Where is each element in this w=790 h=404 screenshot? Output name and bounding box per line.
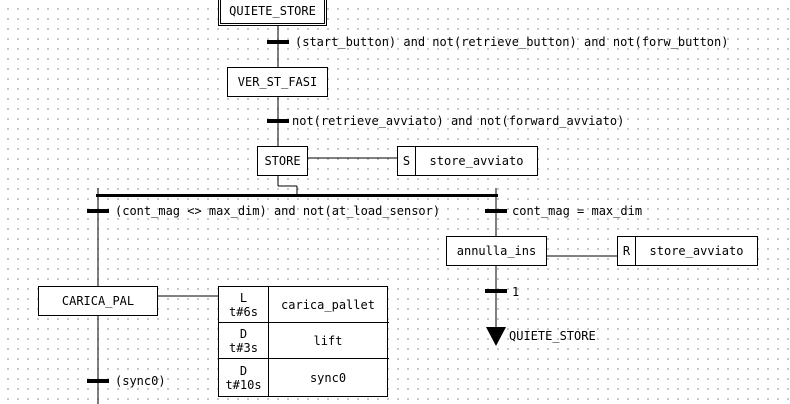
- action-name: lift: [313, 333, 343, 348]
- action-qualifier-s: S: [398, 147, 416, 175]
- transition-bar-6: [87, 379, 109, 383]
- transition-condition-2: not(retrieve_avviato) and not(forward_av…: [292, 114, 625, 128]
- action-name-store-avviato: store_avviato: [429, 154, 524, 168]
- action-qualifier: D: [239, 326, 248, 341]
- action-name-store-avviato: store_avviato: [649, 244, 744, 258]
- step-carica-pal-label: CARICA_PAL: [61, 294, 135, 308]
- action-block-annulla[interactable]: R store_avviato: [617, 236, 758, 266]
- step-ver-st-fasi-label: VER_ST_FASI: [237, 75, 318, 89]
- step-ver-st-fasi[interactable]: VER_ST_FASI: [227, 67, 328, 97]
- action-name: sync0: [309, 370, 347, 385]
- step-initial-label: QUIETE_STORE: [229, 4, 316, 18]
- step-initial[interactable]: QUIETE_STORE: [218, 0, 327, 26]
- step-annulla-ins-label: annulla_ins: [456, 244, 537, 258]
- step-store-label: STORE: [264, 154, 301, 168]
- step-carica-pal[interactable]: CARICA_PAL: [38, 286, 158, 316]
- transition-bar-2: [267, 119, 289, 123]
- transition-bar-5: [485, 289, 507, 293]
- transition-condition-4: cont_mag = max_dim: [512, 204, 643, 218]
- action-qualifier-cell: D t#3s: [219, 323, 269, 358]
- step-annulla-ins[interactable]: annulla_ins: [446, 236, 547, 266]
- action-qualifier: D: [239, 363, 248, 378]
- jump-target-label: QUIETE_STORE: [509, 329, 596, 343]
- action-row: D t#3s lift: [219, 323, 389, 359]
- action-block-carica[interactable]: L t#6s carica_pallet D t#3s lift D t#10s…: [218, 286, 389, 397]
- action-name: carica_pallet: [281, 297, 375, 312]
- action-qualifier-cell: D t#10s: [219, 359, 269, 396]
- action-time: t#6s: [229, 304, 258, 319]
- transition-bar-1: [267, 40, 289, 44]
- divergence-bar: [96, 194, 498, 197]
- action-time: t#10s: [225, 377, 262, 392]
- transition-condition-1: (start_button) and not(retrieve_button) …: [295, 35, 729, 49]
- transition-condition-3: (cont_mag <> max_dim) and not(at_load_se…: [115, 204, 441, 218]
- action-row: L t#6s carica_pallet: [219, 287, 389, 323]
- transition-bar-4: [485, 209, 507, 213]
- jump-arrow-icon: [486, 327, 506, 346]
- action-qualifier: L: [239, 290, 248, 305]
- action-block-store[interactable]: S store_avviato: [397, 146, 538, 176]
- action-time: t#3s: [229, 340, 258, 355]
- action-row: D t#10s sync0: [219, 359, 389, 396]
- transition-condition-6: (sync0): [115, 374, 166, 388]
- step-store[interactable]: STORE: [257, 146, 308, 176]
- transition-bar-3: [87, 209, 109, 213]
- action-qualifier-cell: L t#6s: [219, 287, 269, 322]
- action-qualifier-r: R: [618, 237, 636, 265]
- transition-condition-5: 1: [512, 285, 520, 299]
